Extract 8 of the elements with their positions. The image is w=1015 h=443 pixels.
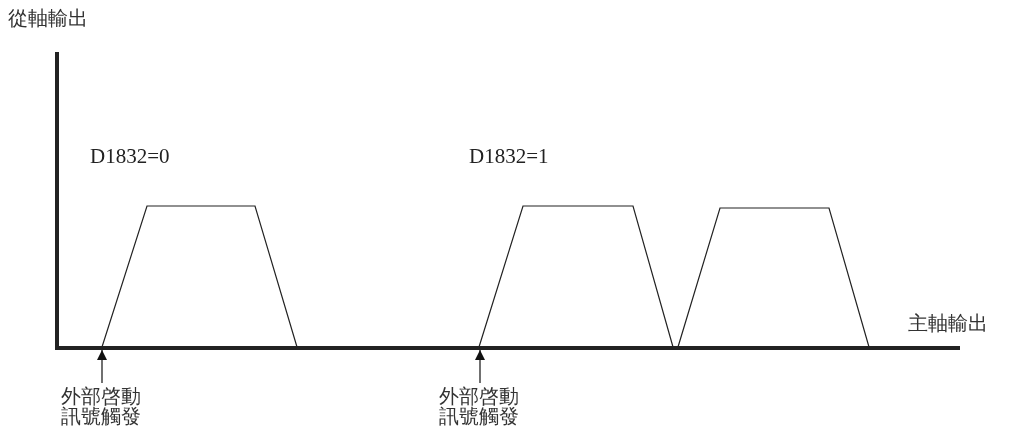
arrow	[97, 349, 107, 384]
arrow	[475, 349, 485, 384]
curve-label: D1832=1	[469, 146, 549, 167]
trigger-label: 外部啓動訊號觸發	[61, 386, 143, 426]
curve-label: D1832=0	[90, 146, 170, 167]
axis-label: 主軸輸出	[908, 313, 988, 333]
axis-label: 從軸輸出	[8, 8, 88, 28]
trigger-label: 外部啓動訊號觸發	[439, 386, 521, 426]
